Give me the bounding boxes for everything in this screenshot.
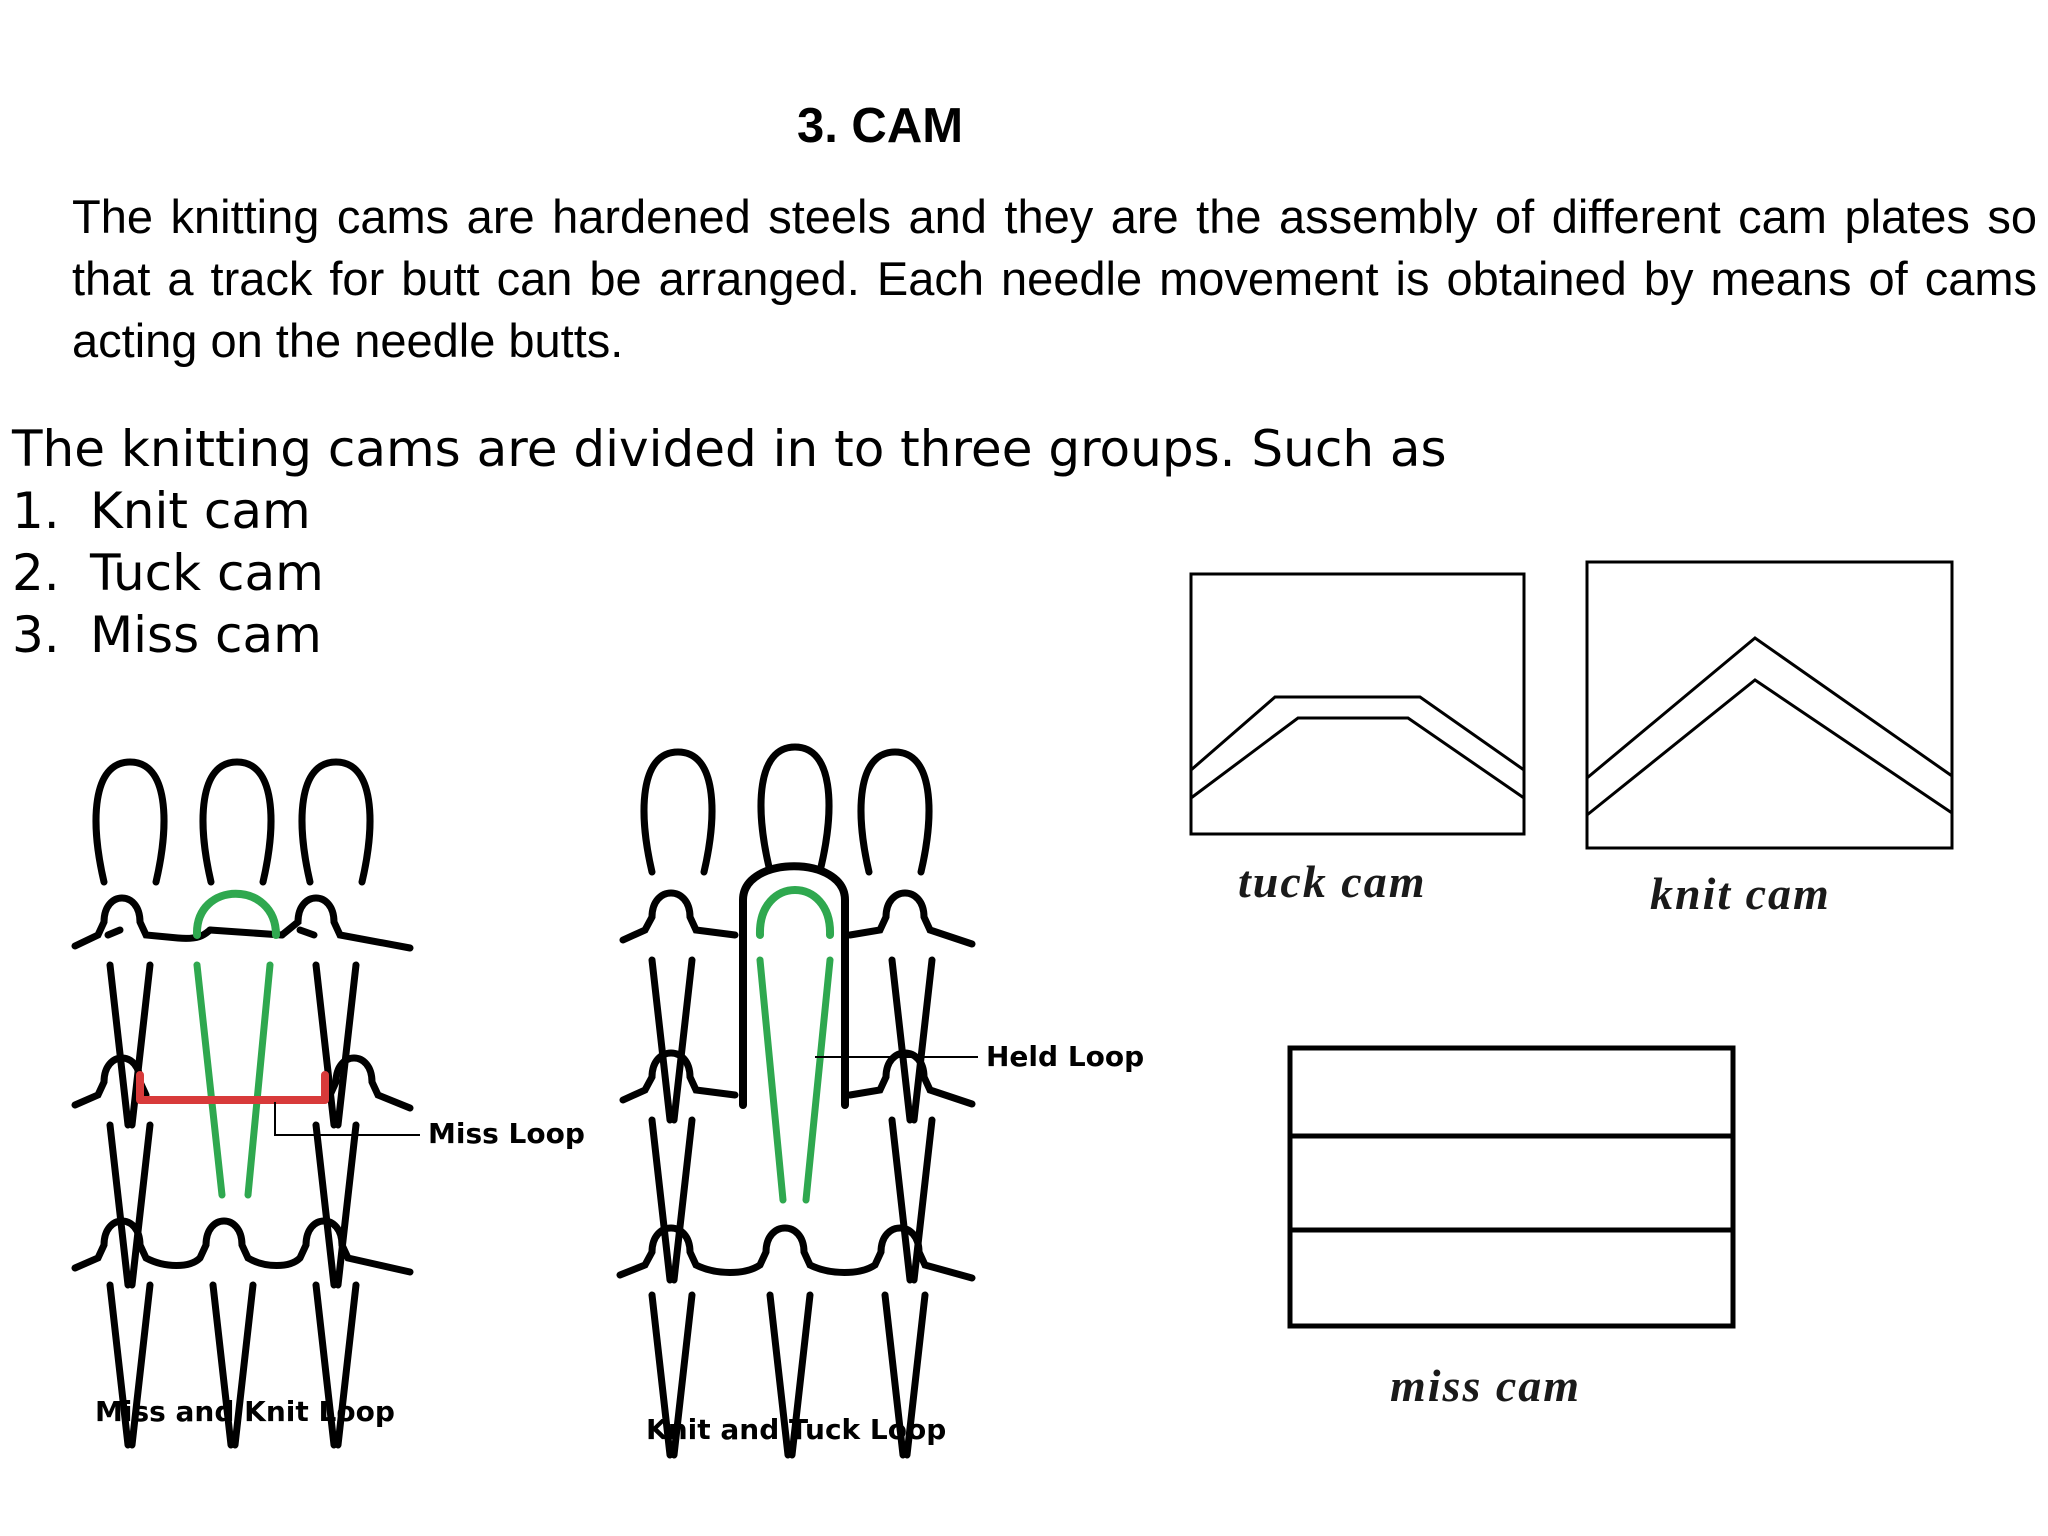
knit-cam-caption: knit cam — [1650, 868, 1831, 919]
list-item-number: 2. — [12, 544, 60, 602]
tuck-cam-caption: tuck cam — [1238, 856, 1427, 907]
list-item-label: Tuck cam — [90, 544, 324, 602]
miss-cam-drawing — [1287, 1045, 1736, 1329]
loop-course-1 — [619, 889, 976, 948]
tuck-loop-green — [755, 886, 835, 939]
tuck-cam-frame — [1189, 572, 1526, 836]
cam-groups-lead: The knitting cams are divided in to thre… — [12, 420, 1447, 478]
knit-cam-track-upper — [1586, 636, 1953, 780]
knit-cam-track-lower — [1586, 678, 1953, 817]
loop-course-1 — [71, 894, 414, 952]
list-item: 3. Miss cam — [12, 604, 1612, 666]
long-tuck-green — [756, 956, 834, 1204]
miss-knit-loop-diagram — [71, 762, 420, 1445]
list-item-number: 3. — [12, 606, 60, 664]
loop-course-2 — [619, 1049, 976, 1108]
cam-groups: The knitting cams are divided in to thre… — [12, 418, 1612, 666]
loop-course-3 — [616, 1224, 976, 1282]
held-loop-callout: Held Loop — [986, 1040, 1145, 1073]
list-item: 2. Tuck cam — [12, 542, 1612, 604]
list-item-label: Miss cam — [90, 606, 322, 664]
knit-loop-green — [192, 889, 280, 939]
miss-cam-frame — [1287, 1045, 1736, 1329]
tuck-cam-track-upper — [1190, 695, 1525, 772]
top-loop-row — [644, 747, 929, 872]
tuck-cam-drawing — [1189, 572, 1526, 836]
knit-tuck-loop-diagram — [616, 747, 978, 1455]
cam-groups-list: 1. Knit cam 2. Tuck cam 3. Miss cam — [12, 480, 1612, 666]
knit-cam-drawing — [1585, 560, 1954, 850]
miss-loop-leader — [274, 1102, 420, 1136]
miss-cam-caption: miss cam — [1390, 1360, 1582, 1411]
knit-cam-frame — [1585, 560, 1954, 850]
knit-tuck-caption: Knit and Tuck Loop — [646, 1413, 947, 1446]
miss-loop-callout: Miss Loop — [428, 1117, 585, 1150]
slide-title: 3. CAM — [796, 99, 964, 153]
miss-knit-caption: Miss and Knit Loop — [95, 1395, 395, 1428]
list-item: 1. Knit cam — [12, 480, 1612, 542]
miss-float-red — [136, 1071, 329, 1104]
intro-paragraph: The knitting cams are hardened steels an… — [72, 190, 2037, 367]
list-item-number: 1. — [12, 482, 60, 540]
legs-row-1 — [652, 960, 932, 1120]
tuck-cam-track-lower — [1190, 716, 1525, 800]
list-item-label: Knit cam — [90, 482, 311, 540]
loop-course-3 — [71, 1217, 414, 1276]
top-loop-row — [96, 762, 370, 882]
long-loop-green — [193, 961, 274, 1199]
held-loop-outline — [739, 862, 849, 1109]
